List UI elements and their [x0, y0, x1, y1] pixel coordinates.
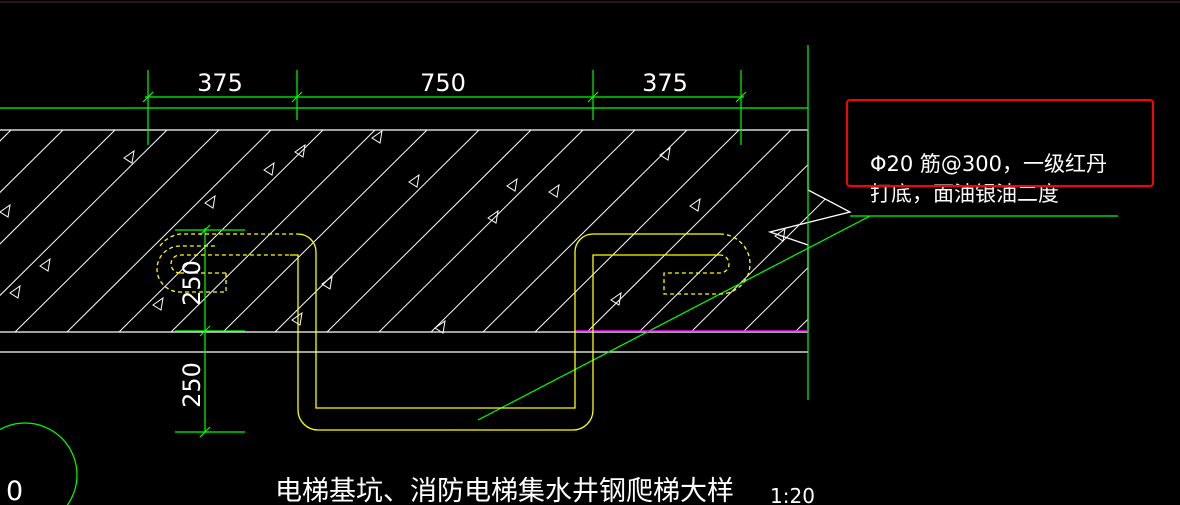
dim-center-label: 750	[420, 69, 466, 97]
drawing-scale: 1:20	[770, 484, 815, 505]
dim-left-label: 375	[197, 69, 243, 97]
slab-outline	[0, 129, 852, 353]
dim-right-label: 375	[642, 69, 688, 97]
drawing-title: 电梯基坑、消防电梯集水井钢爬梯大样	[275, 476, 734, 505]
note-line-1: Φ20 筋@300，一级红丹	[870, 152, 1107, 176]
detail-marker: 0	[6, 476, 23, 505]
slab-hatch	[0, 130, 850, 332]
dimension-lines	[0, 45, 1118, 505]
rebar-ladder	[156, 233, 751, 431]
highlight-box	[846, 99, 1154, 187]
aggregate-marks	[0, 129, 786, 334]
dim-side-lower-label: 250	[178, 362, 206, 408]
dim-side-upper-label: 250	[178, 260, 206, 306]
